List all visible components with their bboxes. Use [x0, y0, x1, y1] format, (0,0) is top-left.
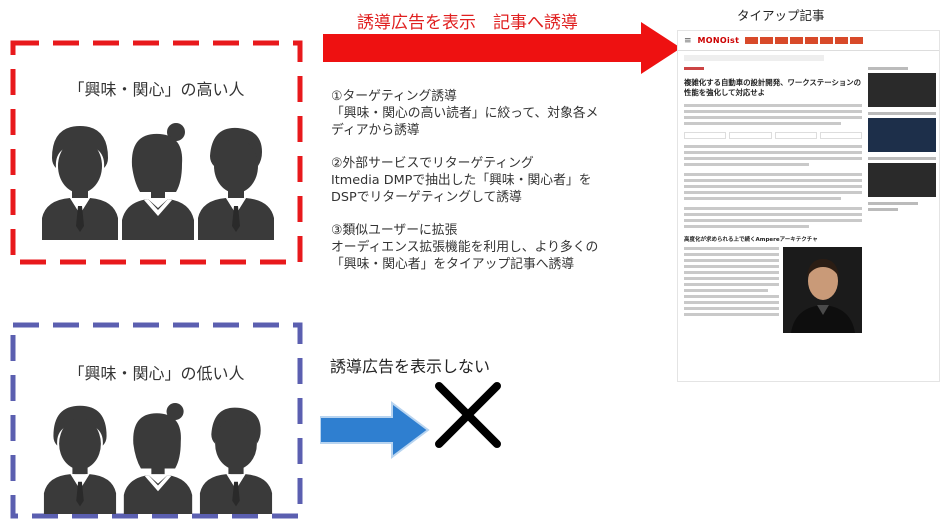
tieup-article-thumbnail: ≡ MONOist 複雑化する自動車の設計開発、ワークステーションの性能を強化し…: [677, 30, 940, 382]
cross-mark-icon: [435, 382, 501, 448]
step-line: ②外部サービスでリターゲティング: [331, 156, 534, 171]
article-subhead: 高度化が求められる上で続くAmpereアーキテクチャ: [684, 237, 818, 243]
step-line: ③類似ユーザーに拡張: [331, 223, 458, 238]
step-targeting: ①ターゲティング誘導 「興味・関心の高い読者」に絞って、対象各メ ディアから誘導: [331, 88, 676, 139]
step-line: ①ターゲティング誘導: [331, 89, 457, 104]
male-person-icon: [196, 122, 276, 244]
breadcrumb: [684, 55, 824, 61]
share-buttons: [684, 132, 862, 139]
red-dashed-border: [10, 40, 303, 265]
step-line: 「興味・関心者」をタイアップ記事へ誘導: [331, 257, 575, 272]
step-line: ディアから誘導: [331, 123, 420, 138]
step-retargeting: ②外部サービスでリターゲティング Itmedia DMPで抽出した「興味・関心者…: [331, 155, 676, 206]
low-interest-group: 「興味・関心」の低い人: [10, 322, 303, 519]
female-person-icon: [118, 122, 198, 244]
site-logo: MONOist: [697, 36, 740, 45]
article-sidebar: [868, 67, 936, 214]
male-person-icon: [196, 402, 276, 518]
hamburger-icon: ≡: [684, 35, 692, 46]
step-line: 「興味・関心の高い読者」に絞って、対象各メ: [331, 106, 599, 121]
high-interest-group: 「興味・関心」の高い人: [10, 40, 303, 265]
step-lookalike: ③類似ユーザーに拡張 オーディエンス拡張機能を利用し、より多くの 「興味・関心者…: [331, 222, 676, 273]
show-ad-label: 誘導広告を表示 記事へ誘導: [357, 13, 578, 33]
step-line: DSPでリターゲティングして誘導: [331, 190, 522, 205]
blue-dashed-border: [10, 322, 303, 519]
tieup-article-label: タイアップ記事: [737, 8, 825, 23]
male-person-icon: [40, 122, 120, 244]
article-headline: 複雑化する自動車の設計開発、ワークステーションの性能を強化して対応せよ: [684, 78, 862, 97]
female-person-icon: [118, 402, 198, 518]
speaker-photo: [782, 247, 862, 333]
red-arrow-icon: [323, 22, 681, 74]
male-person-icon: [40, 402, 120, 518]
high-interest-title: 「興味・関心」の高い人: [68, 80, 245, 99]
article-body: 複雑化する自動車の設計開発、ワークステーションの性能を強化して対応せよ 高度化が…: [684, 67, 862, 333]
blue-arrow-icon: [320, 401, 430, 459]
low-interest-title: 「興味・関心」の低い人: [68, 364, 245, 383]
site-nav-bar: [745, 37, 864, 44]
step-line: Itmedia DMPで抽出した「興味・関心者」を: [331, 173, 592, 188]
step-line: オーディエンス拡張機能を利用し、より多くの: [331, 240, 599, 255]
no-ad-label: 誘導広告を表示しない: [330, 357, 491, 376]
article-header-bar: ≡ MONOist: [678, 31, 939, 51]
targeting-steps: ①ターゲティング誘導 「興味・関心の高い読者」に絞って、対象各メ ディアから誘導…: [331, 88, 676, 289]
